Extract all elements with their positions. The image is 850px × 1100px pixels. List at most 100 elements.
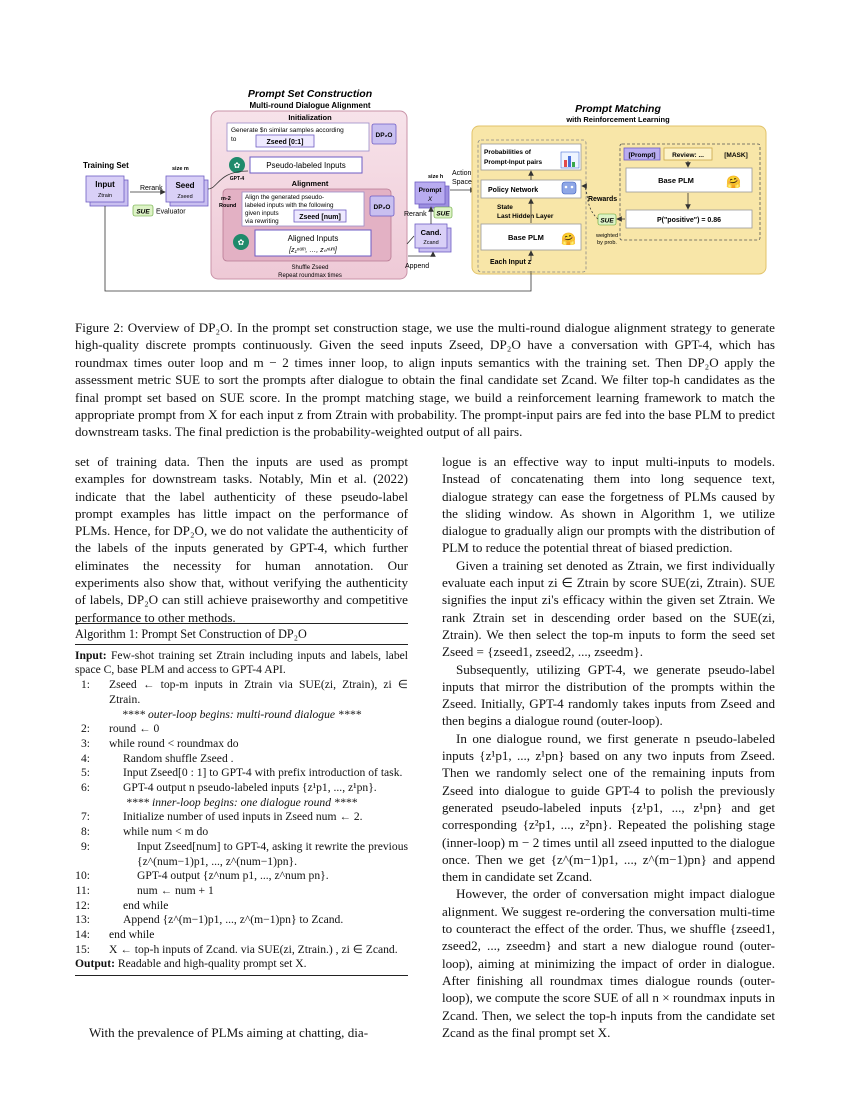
zseed01-box: [255, 134, 315, 148]
algorithm-line-text: Random shuffle Zseed .: [123, 751, 234, 765]
rewards-label: Rewards: [588, 196, 617, 203]
input-description: Few-shot training set Ztrain including i…: [75, 648, 408, 677]
right-paragraph-2: Given a training set denoted as Ztrain, …: [442, 557, 775, 660]
prompt-input-pairs-label: Prompt-Input pairs: [484, 159, 543, 166]
z-seed-label: Zseed: [177, 194, 192, 200]
algorithm-line-text: while num < m do: [123, 825, 209, 839]
append-label: Append: [405, 263, 429, 270]
init-text-1: Generate $n similar samples according: [231, 127, 344, 134]
algorithm-line: 10: GPT-4 output {z^num p1, ..., z^num pn…: [75, 869, 408, 884]
seed-label: Seed: [175, 181, 194, 190]
algorithm-line-number: 6:: [80, 781, 90, 795]
m2-round-label: m-2: [221, 196, 231, 202]
review-tag-label: Review: ...: [672, 152, 704, 159]
left-paragraph-bottom: With the prevalence of PLMs aiming at ch…: [89, 1025, 369, 1040]
prompt-tag-label: [Prompt]: [628, 152, 655, 159]
algorithm-line: 4:Random shuffle Zseed .: [75, 752, 408, 767]
gpt4-icon-2: [233, 234, 249, 250]
z-train-label: Ztrain: [98, 193, 112, 199]
algorithm-line: 6:GPT-4 output n pseudo-labeled inputs {…: [75, 781, 408, 796]
algorithm-comment: **** inner-loop begins: one dialogue rou…: [125, 795, 358, 809]
algorithm-line: 2:round ← 0: [75, 722, 408, 737]
algorithm-line-number: 11:: [75, 883, 90, 897]
algorithm-line-number: 9:: [80, 839, 90, 853]
psc-subtitle: Multi-round Dialogue Alignment: [249, 101, 370, 110]
algorithm-line-text: end while: [109, 928, 155, 942]
prompt-box: [414, 181, 446, 205]
algorithm-line-number: 7:: [80, 810, 90, 824]
algorithm-line-number: 15:: [75, 942, 90, 956]
algorithm-line: 12:end while: [75, 899, 408, 914]
shuffle-label: Shuffle Zseed: [292, 265, 329, 271]
pseudo-labeled-label: Pseudo-labeled Inputs: [266, 161, 346, 170]
prompt-label: Prompt: [419, 187, 443, 194]
left-column: set of training data. Then the inputs ar…: [75, 453, 408, 626]
algorithm-line-number: 5:: [80, 766, 90, 780]
aligned-inputs-label: Aligned Inputs: [288, 234, 339, 243]
review-tag: [663, 147, 713, 161]
gpt4-glyph: ✿: [234, 161, 241, 170]
p-positive-box: [625, 209, 753, 229]
algorithm-line-number: 14:: [75, 928, 90, 942]
size-h-label: size h: [428, 174, 444, 180]
gpt4-icon: [229, 157, 245, 173]
algorithm-line: 3:while round < roundmax do: [75, 737, 408, 752]
weighted-label: weighted: [595, 233, 618, 239]
base-plm-right-label: Base PLM: [658, 176, 694, 185]
gpt4-glyph-2: ✿: [238, 238, 245, 247]
mask-tag-label: [MASK]: [724, 152, 747, 159]
algorithm-line: 9: Input Zseed[num] to GPT-4, asking it r…: [75, 840, 408, 869]
sue-label-mid: SUE: [436, 211, 450, 218]
base-plm-right-box: [625, 167, 753, 193]
right-paragraph-1: logue is an effective way to input multi…: [442, 454, 775, 556]
hug-emoji-left-icon: 🤗: [561, 232, 576, 246]
algorithm-line-text: Input Zseed[num] to GPT-4, asking it rew…: [137, 839, 408, 868]
each-input-label: Each Input z: [490, 259, 532, 266]
cand-label: Cand.: [421, 228, 442, 237]
rerank-mid: Rerank: [404, 211, 427, 218]
algorithm-line-text: Append {z^(m−1)p1, ..., z^(m−1)pn} to Zc…: [123, 913, 344, 927]
algorithm-1: Algorithm 1: Prompt Set Construction of …: [75, 623, 408, 977]
algorithm-lines: 1:Zseed ← top-m inputs in Ztrain via SUE…: [75, 678, 408, 957]
base-plm-left-label: Base PLM: [508, 233, 544, 242]
right-paragraph-4: In one dialogue round, we first generate…: [442, 730, 775, 885]
sue-badge-right: [597, 213, 617, 226]
initialization-label: Initialization: [288, 113, 332, 122]
zseed-num-label: Zseed [num]: [299, 214, 341, 221]
figure-caption: Figure 2: Overview of DP₂O. In the promp…: [75, 320, 775, 440]
algorithm-line: 7:Initialize number of used inputs in Zs…: [75, 810, 408, 825]
output-keyword: Output:: [75, 957, 115, 971]
input-label: Input: [95, 180, 115, 189]
figure-2-overview: Prompt Set Construction Multi-round Dial…: [78, 86, 774, 306]
algorithm-line: 13: Append {z^(m−1)p1, ..., z^(m−1)pn} to…: [75, 913, 408, 928]
aligned-inputs-math: [z₁ⁿᵘᵐ, …, zₙⁿᵘᵐ]: [288, 247, 338, 254]
zseed-num-box: [293, 209, 347, 223]
x-label: X: [427, 196, 433, 203]
algorithm-line-number: 13:: [75, 913, 90, 927]
sue-badge-left: [132, 204, 154, 217]
align-text-3: given inputs: [245, 210, 279, 217]
algorithm-comment: **** outer-loop begins: multi-round dial…: [121, 707, 362, 721]
pseudo-labeled-box: [249, 156, 363, 174]
algorithm-line-text: Zseed ← top-m inputs in Ztrain via SUE(z…: [109, 678, 408, 706]
dp2o-box-1: [371, 123, 397, 145]
sue-badge-mid: [433, 206, 453, 219]
evaluator-label: Evaluator: [156, 209, 186, 216]
algorithm-line-number: 12:: [75, 898, 90, 912]
algorithm-title: Algorithm 1: Prompt Set Construction of …: [75, 624, 408, 645]
init-text-2: to: [231, 136, 237, 143]
dp2o-box-2: [369, 195, 395, 217]
algorithm-line-text: X ← top-h inputs of Zcand. via SUE(zi, Z…: [109, 942, 398, 956]
algorithm-line-number: 3:: [80, 736, 90, 750]
base-plm-left-box: [480, 223, 582, 251]
last-hidden-layer-label: Last Hidden Layer: [497, 213, 554, 220]
robot-icon: [561, 181, 577, 195]
pm-subtitle: with Reinforcement Learning: [565, 115, 670, 124]
algorithm-line-text: GPT-4 output {z^num p1, ..., z^num pn}.: [137, 869, 329, 883]
round-label: Round: [219, 203, 236, 209]
algorithm-line-number: 10:: [75, 869, 90, 883]
space-label: Space: [452, 179, 472, 186]
by-prob-label: by prob.: [597, 240, 617, 246]
align-text-2: labeled inputs with the following: [245, 202, 334, 209]
pm-title: Prompt Matching: [575, 103, 661, 115]
